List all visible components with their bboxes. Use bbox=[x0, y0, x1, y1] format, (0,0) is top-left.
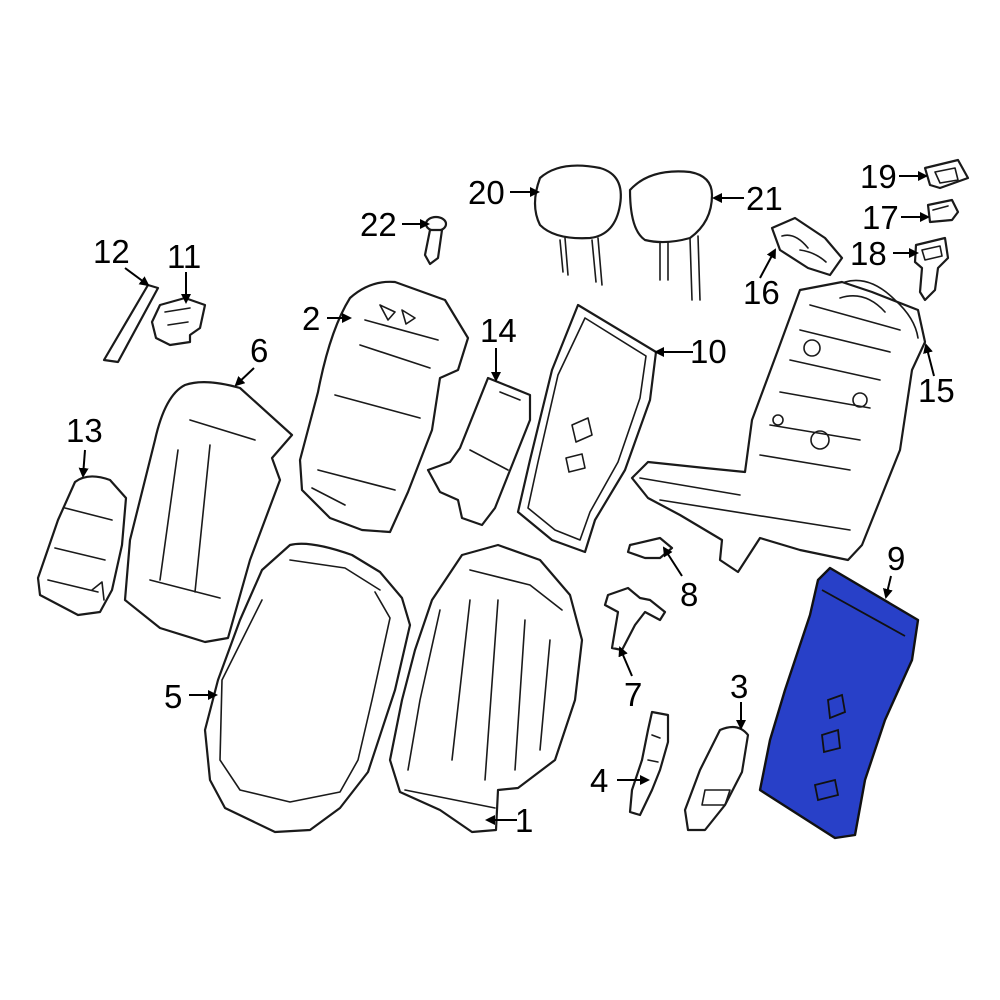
callout-16: 16 bbox=[743, 274, 780, 311]
part-10-back-panel[interactable] bbox=[516, 303, 658, 554]
callout-20: 20 bbox=[468, 174, 505, 211]
part-3-side-trim[interactable] bbox=[683, 725, 750, 832]
part-4-plate[interactable] bbox=[628, 710, 670, 817]
part-2-back-frame[interactable] bbox=[298, 280, 470, 534]
callout-10: 10 bbox=[690, 333, 727, 370]
part-13-cover[interactable] bbox=[36, 475, 128, 617]
callout-19: 19 bbox=[860, 158, 897, 195]
callout-17: 17 bbox=[862, 199, 899, 236]
part-21-headrest[interactable] bbox=[628, 170, 714, 301]
part-16-bracket[interactable] bbox=[770, 216, 844, 277]
part-18-clip[interactable] bbox=[913, 236, 950, 302]
part-1-seat-frame[interactable] bbox=[388, 543, 584, 834]
callout-4: 4 bbox=[590, 762, 608, 799]
callout-5: 5 bbox=[164, 678, 182, 715]
part-19-clip[interactable] bbox=[923, 158, 970, 190]
part-15-seat-frame[interactable] bbox=[630, 279, 927, 574]
callout-21: 21 bbox=[746, 180, 783, 217]
callout-14: 14 bbox=[480, 312, 517, 349]
callout-18: 18 bbox=[850, 235, 887, 272]
callout-15: 15 bbox=[918, 372, 955, 409]
part-14-panel[interactable] bbox=[426, 376, 532, 527]
callout-9: 9 bbox=[887, 540, 905, 577]
callout-1: 1 bbox=[515, 802, 533, 839]
part-7-bracket[interactable] bbox=[603, 586, 667, 652]
part-9-highlighted-panel[interactable] bbox=[758, 566, 920, 840]
callout-22: 22 bbox=[360, 206, 397, 243]
callout-2: 2 bbox=[302, 300, 320, 337]
part-11-bracket[interactable] bbox=[150, 296, 207, 347]
callout-13: 13 bbox=[66, 412, 103, 449]
part-12-strip[interactable] bbox=[102, 283, 160, 364]
callout-6: 6 bbox=[250, 332, 268, 369]
callout-3: 3 bbox=[730, 668, 748, 705]
callout-11: 11 bbox=[167, 238, 201, 275]
callout-labels: 1 2 3 4 5 6 7 8 9 10 11 12 13 14 15 16 1… bbox=[66, 158, 955, 839]
part-20-headrest[interactable] bbox=[533, 164, 622, 286]
part-17-clip[interactable] bbox=[926, 198, 960, 224]
callout-8: 8 bbox=[680, 576, 698, 613]
callout-12: 12 bbox=[93, 233, 130, 270]
callout-7: 7 bbox=[624, 676, 642, 713]
part-8-clip[interactable] bbox=[626, 536, 674, 560]
part-6-back-cushion[interactable] bbox=[123, 381, 294, 644]
part-22-clip[interactable] bbox=[423, 215, 448, 266]
part-5-seat-cushion[interactable] bbox=[203, 542, 412, 834]
leader-lines bbox=[78, 171, 935, 825]
